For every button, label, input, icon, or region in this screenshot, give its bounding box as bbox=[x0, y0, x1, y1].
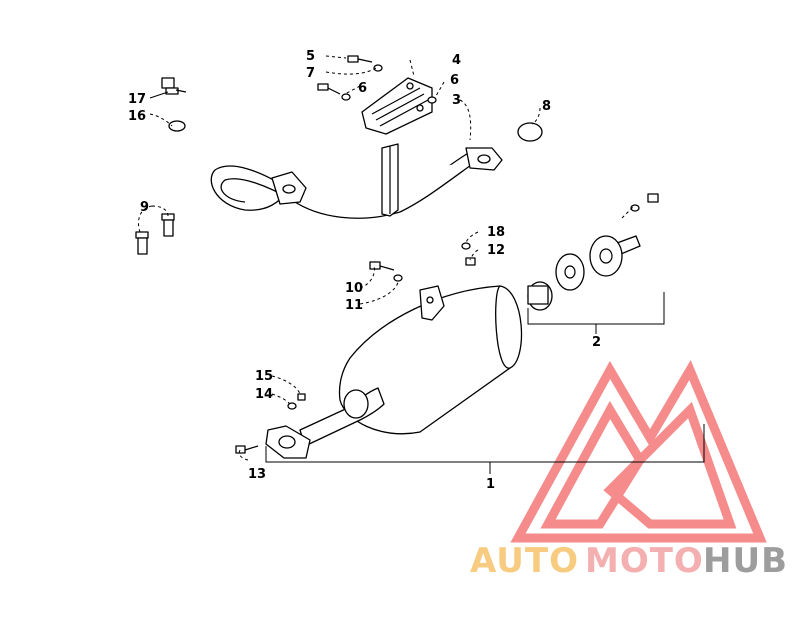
callout-17: 17 bbox=[128, 92, 146, 107]
spark-arrestor bbox=[527, 193, 659, 311]
washer-11 bbox=[393, 274, 403, 282]
screw-6-left bbox=[317, 83, 351, 101]
bolt-17 bbox=[161, 77, 187, 95]
watermark-moto: MOTO bbox=[585, 541, 704, 581]
leader-lines bbox=[138, 55, 705, 474]
callout-13: 13 bbox=[248, 467, 266, 482]
watermark-hub: HUB bbox=[703, 541, 788, 581]
callout-18: 18 bbox=[487, 225, 505, 240]
bolt-13 bbox=[235, 445, 259, 454]
gasket-8 bbox=[517, 122, 543, 142]
watermark-auto: AUTO bbox=[470, 541, 579, 581]
gasket-16 bbox=[168, 120, 186, 132]
callout-8: 8 bbox=[542, 99, 551, 114]
automotohub-logo-icon bbox=[510, 359, 767, 543]
callout-11: 11 bbox=[345, 298, 363, 313]
bolt-10 bbox=[369, 261, 395, 271]
callout-14: 14 bbox=[255, 387, 273, 402]
callout-6-right: 6 bbox=[450, 73, 459, 88]
nut-12 bbox=[465, 257, 476, 266]
head-pipe bbox=[210, 143, 503, 219]
callout-15: 15 bbox=[255, 369, 273, 384]
callout-1: 1 bbox=[486, 477, 495, 492]
callout-16: 16 bbox=[128, 109, 146, 124]
plug-9 bbox=[135, 213, 175, 255]
nut-15 bbox=[297, 393, 306, 401]
callout-6-left: 6 bbox=[358, 81, 367, 96]
callout-labels: 1 2 3 4 5 6 6 7 8 9 10 11 12 13 14 15 16… bbox=[128, 49, 601, 492]
screw-5 bbox=[347, 55, 373, 63]
callout-9: 9 bbox=[140, 200, 149, 215]
callout-10: 10 bbox=[345, 281, 363, 296]
heat-shield bbox=[361, 77, 433, 135]
callout-5: 5 bbox=[306, 49, 315, 64]
washer-18 bbox=[461, 242, 471, 250]
washer-14 bbox=[287, 402, 297, 410]
callout-12: 12 bbox=[487, 243, 505, 258]
callout-2: 2 bbox=[592, 335, 601, 350]
callout-7: 7 bbox=[306, 66, 315, 81]
washer-6-right bbox=[427, 96, 437, 104]
automotohub-watermark: AUTO MOTO HUB bbox=[470, 359, 788, 581]
callout-4: 4 bbox=[452, 53, 461, 68]
washer-7 bbox=[373, 64, 383, 72]
callout-3: 3 bbox=[452, 93, 461, 108]
muffler bbox=[265, 285, 523, 459]
